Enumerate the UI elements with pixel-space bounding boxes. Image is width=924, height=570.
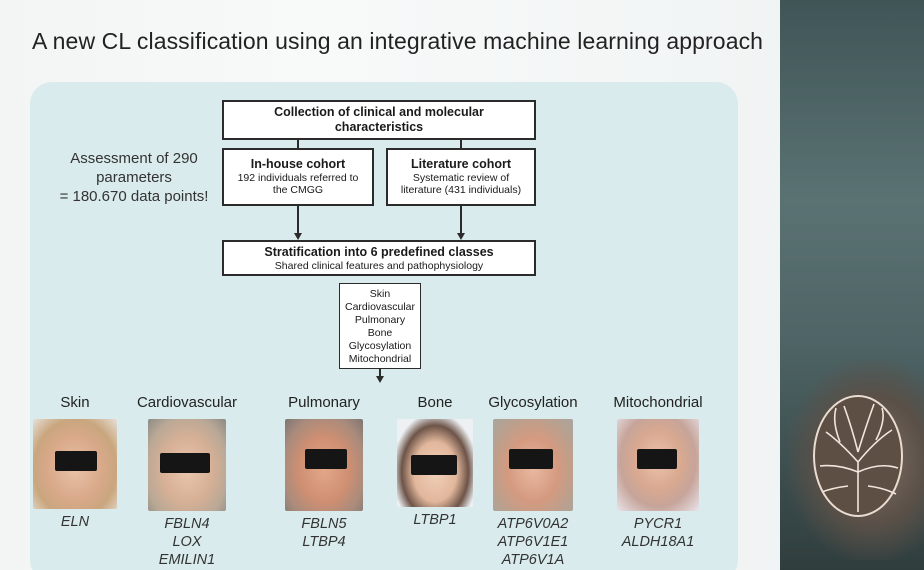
connector (460, 206, 462, 234)
gene-label: ATP6V1A (501, 552, 565, 568)
class-column-pulmonary: Pulmonary FBLN5 LTBP4 (276, 394, 372, 551)
class-item: Cardiovascular (344, 301, 416, 313)
connector (379, 369, 381, 377)
connector (297, 206, 299, 234)
class-item: Mitochondrial (348, 353, 412, 365)
slide-title: A new CL classification using an integra… (32, 28, 764, 54)
tree-globe-logo (813, 395, 903, 517)
class-item: Glycosylation (348, 340, 412, 352)
class-name: Glycosylation (488, 394, 578, 411)
collection-box: Collection of clinical and molecular cha… (222, 100, 536, 140)
inhouse-line-1: 192 individuals referred to (237, 172, 359, 184)
patient-photo (397, 419, 473, 507)
gene-list: ELN (28, 513, 122, 531)
gene-list: FBLN5 LTBP4 (276, 515, 372, 551)
class-column-glycosylation: Glycosylation ATP6V0A2 ATP6V1E1 ATP6V1A (484, 394, 582, 569)
assessment-note: Assessment of 290 parameters = 180.670 d… (44, 149, 224, 206)
gene-list: FBLN4 LOX EMILIN1 (130, 515, 244, 569)
inhouse-line-2: the CMGG (272, 184, 324, 196)
literature-title: Literature cohort (410, 157, 511, 171)
censor-bar (411, 455, 457, 475)
class-name: Cardiovascular (136, 394, 238, 411)
gene-list: ATP6V0A2 ATP6V1E1 ATP6V1A (484, 515, 582, 569)
gene-label: FBLN5 (301, 516, 347, 532)
gene-label: FBLN4 (164, 516, 210, 532)
inhouse-cohort-box: In-house cohort 192 individuals referred… (222, 148, 374, 206)
inhouse-title: In-house cohort (250, 157, 346, 171)
assessment-line-2: parameters (96, 169, 172, 186)
assessment-line-1: Assessment of 290 (70, 150, 198, 167)
class-column-bone: Bone LTBP1 (394, 394, 476, 529)
gene-label: PYCR1 (633, 516, 683, 532)
arrow-down-icon (294, 233, 302, 240)
connector (297, 140, 299, 148)
patient-photo (493, 419, 573, 511)
literature-line-2: literature (431 individuals) (400, 184, 522, 196)
gene-label: ALDH18A1 (621, 534, 695, 550)
patient-photo (617, 419, 699, 511)
class-name: Skin (60, 394, 90, 411)
patient-photo (33, 419, 117, 509)
gene-label: LOX (172, 534, 202, 550)
classes-list-box: Skin Cardiovascular Pulmonary Bone Glyco… (339, 283, 421, 369)
literature-line-1: Systematic review of (412, 172, 510, 184)
gene-label: LTBP1 (413, 512, 457, 528)
censor-bar (305, 449, 347, 469)
class-column-skin: Skin ELN (28, 394, 122, 531)
class-item: Bone (367, 327, 393, 339)
collection-line-1: Collection of clinical and molecular (274, 105, 484, 119)
connector (460, 140, 462, 148)
gene-list: LTBP1 (394, 511, 476, 529)
censor-bar (160, 453, 210, 473)
class-name: Mitochondrial (613, 394, 703, 411)
censor-bar (637, 449, 677, 469)
gene-label: ELN (60, 514, 90, 530)
gene-label: EMILIN1 (158, 552, 216, 568)
class-name: Pulmonary (288, 394, 360, 411)
class-name: Bone (417, 394, 453, 411)
presentation-slide: A new CL classification using an integra… (0, 0, 780, 570)
arrow-down-icon (457, 233, 465, 240)
stratification-subtitle: Shared clinical features and pathophysio… (274, 260, 484, 272)
assessment-line-3: = 180.670 data points! (59, 188, 209, 205)
class-item: Pulmonary (354, 314, 406, 326)
censor-bar (55, 451, 97, 471)
gene-label: ATP6V0A2 (497, 516, 569, 532)
collection-line-2: characteristics (334, 120, 424, 134)
class-column-mitochondrial: Mitochondrial PYCR1 ALDH18A1 (608, 394, 708, 551)
patient-photo (148, 419, 226, 511)
censor-bar (509, 449, 553, 469)
stratification-title: Stratification into 6 predefined classes (264, 245, 494, 259)
arrow-down-icon (376, 376, 384, 383)
class-item: Skin (369, 288, 391, 300)
stratification-box: Stratification into 6 predefined classes… (222, 240, 536, 276)
gene-label: LTBP4 (302, 534, 346, 550)
literature-cohort-box: Literature cohort Systematic review of l… (386, 148, 536, 206)
gene-list: PYCR1 ALDH18A1 (608, 515, 708, 551)
gene-label: ATP6V1E1 (497, 534, 569, 550)
patient-photo (285, 419, 363, 511)
class-column-cardiovascular: Cardiovascular FBLN4 LOX EMILIN1 (130, 394, 244, 569)
